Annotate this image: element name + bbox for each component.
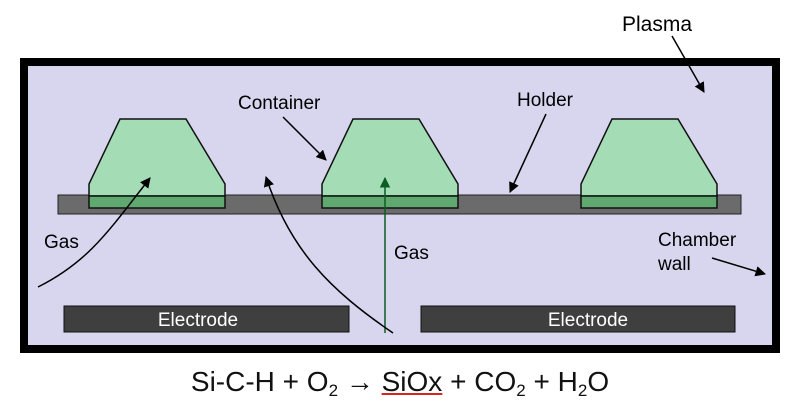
- gas-left-label: Gas: [44, 232, 79, 253]
- equation-plus-h: + H: [525, 366, 578, 397]
- chamber-wall-arrow: [711, 257, 767, 277]
- holder-arrow: [509, 113, 547, 193]
- equation-h2o-tail: O: [587, 366, 610, 397]
- gas-left-arrow: [37, 177, 151, 288]
- holder-label: Holder: [517, 90, 574, 111]
- equation-reactant: Si-C-H + O: [190, 366, 329, 397]
- electrode-right: [420, 305, 736, 333]
- container-left: [88, 118, 226, 209]
- reaction-equation: Si-C-H + O2 → SiOx + CO2 + H2O: [0, 366, 800, 400]
- gas-center-label: Gas: [394, 243, 429, 264]
- plasma-chamber-diagram: Electrode Electrode Plasma Container Hol…: [20, 13, 780, 353]
- container-label: Container: [238, 93, 321, 114]
- container-right: [580, 118, 718, 209]
- electrode-right-label: Electrode: [548, 310, 628, 331]
- plasma-label: Plasma: [622, 13, 692, 36]
- electrode-left: [63, 305, 350, 333]
- container-arrow: [282, 116, 327, 161]
- equation-plus-co: + CO: [442, 366, 517, 397]
- chamber-wall-label-line2: wall: [657, 254, 691, 275]
- equation-co2-subscript: 2: [516, 381, 526, 400]
- chamber-wall-label-line1: Chamber: [658, 230, 737, 251]
- electrode-left-label: Electrode: [158, 310, 238, 331]
- equation-h2o-subscript: 2: [577, 381, 588, 400]
- container-center: [321, 118, 459, 209]
- equation-arrow: →: [338, 366, 382, 397]
- plasma-arrow: [671, 35, 705, 93]
- gas-plasma-arrow: [263, 176, 394, 334]
- equation-o2-subscript: 2: [328, 381, 339, 400]
- equation-product-siox: SiOx: [381, 366, 443, 397]
